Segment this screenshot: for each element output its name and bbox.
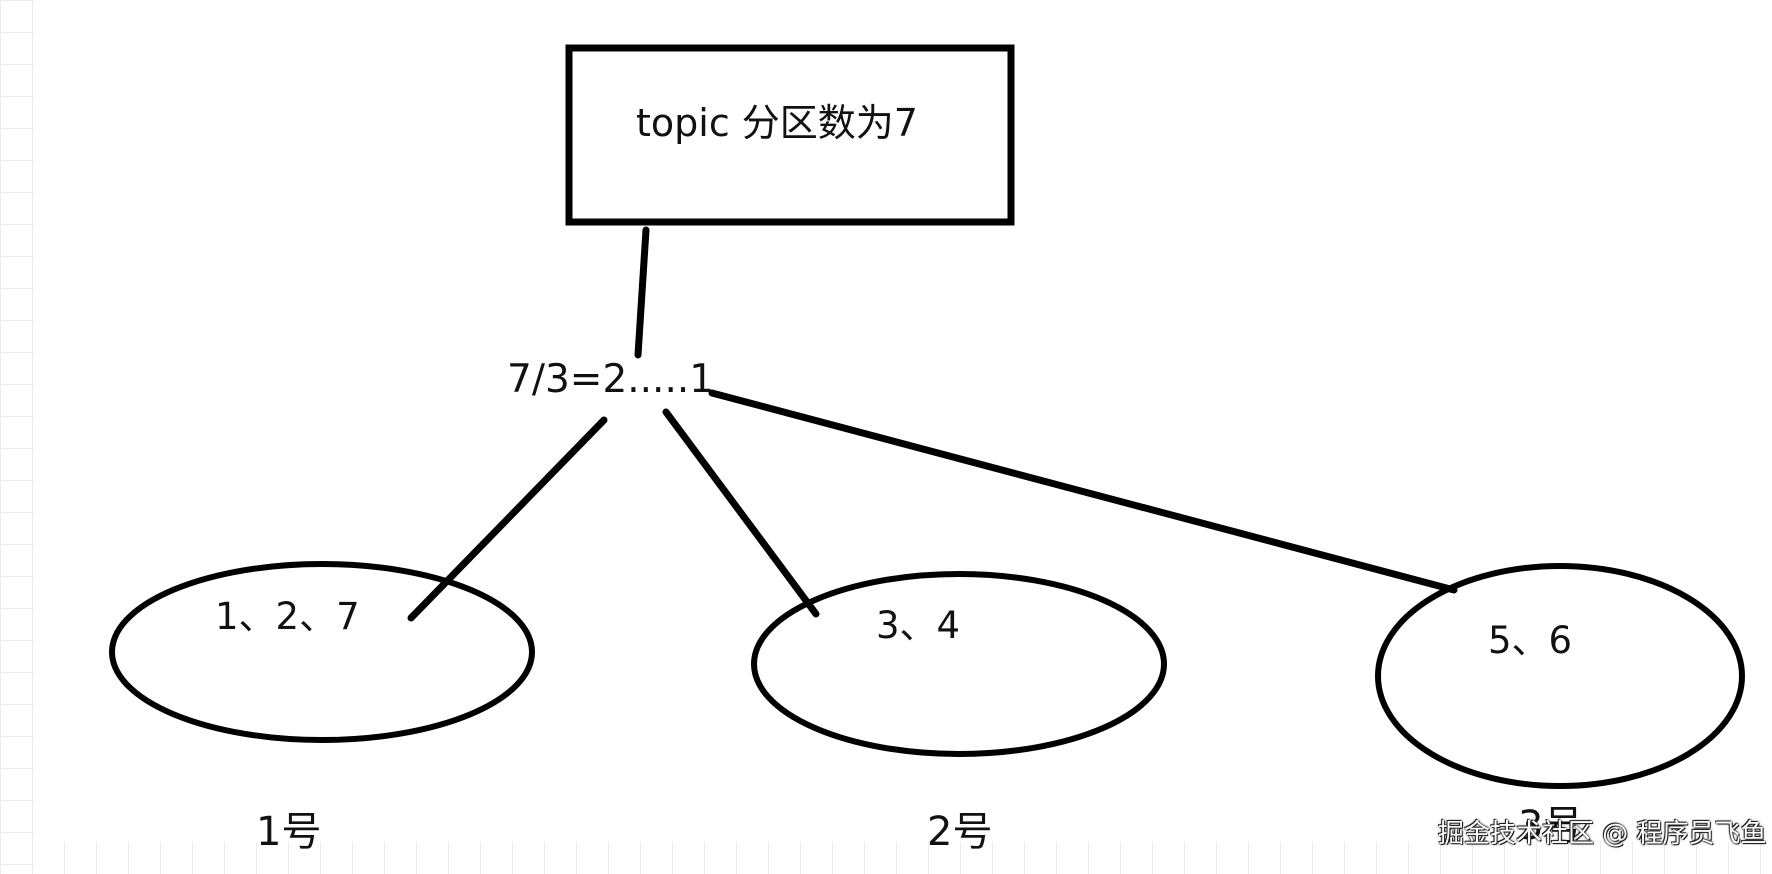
division-formula: 7/3=2.....1 bbox=[507, 357, 715, 402]
node-2-caption: 2号 bbox=[927, 809, 993, 855]
node-1-ellipse bbox=[109, 561, 535, 743]
grid-background-left bbox=[0, 0, 34, 874]
connector-to-node-3 bbox=[708, 389, 1458, 594]
node-2-ellipse bbox=[751, 571, 1167, 757]
connector-topic-to-formula bbox=[634, 226, 650, 359]
watermark: 掘金技术社区 @ 程序员飞鱼 bbox=[1438, 819, 1767, 849]
node-3-caption: 3号 bbox=[1518, 803, 1584, 849]
connector-to-node-1 bbox=[407, 416, 608, 622]
node-3-partitions: 5、6 bbox=[1488, 619, 1573, 662]
node-1-caption: 1号 bbox=[256, 809, 322, 855]
node-3-ellipse bbox=[1375, 563, 1745, 789]
topic-box-label: topic 分区数为7 bbox=[636, 101, 918, 145]
connector-to-node-2 bbox=[662, 408, 820, 618]
grid-background-bottom bbox=[0, 842, 1772, 874]
node-2-partitions: 3、4 bbox=[876, 604, 961, 647]
topic-box bbox=[565, 44, 1015, 226]
node-1-partitions: 1、2、7 bbox=[215, 595, 360, 638]
